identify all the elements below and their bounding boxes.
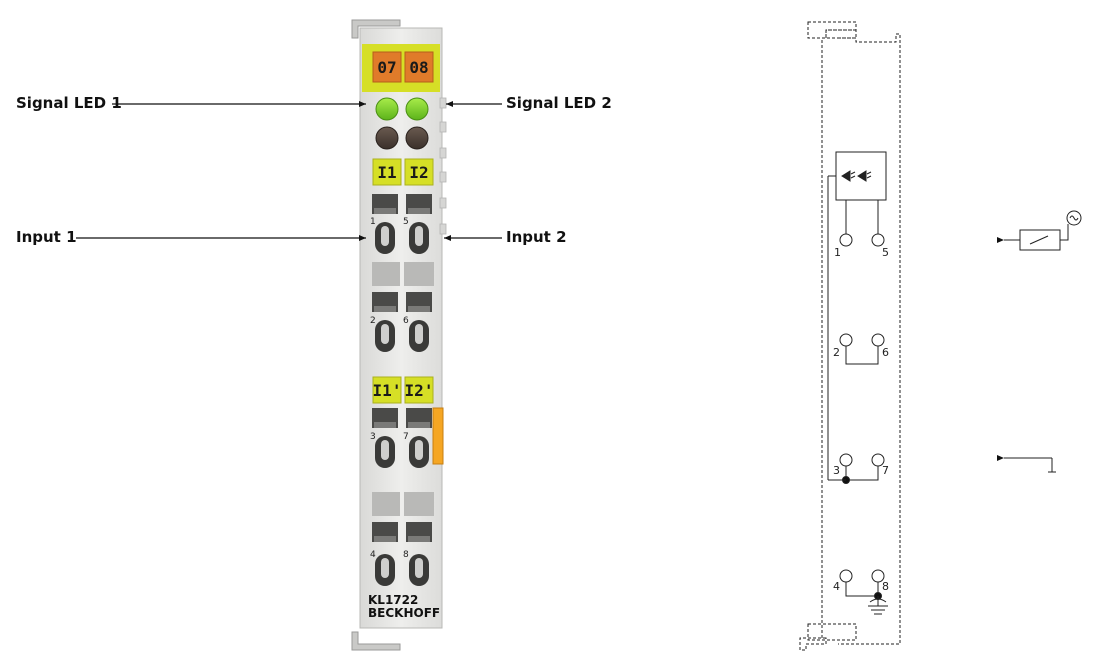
schematic-point-label: 4 — [833, 580, 840, 593]
terminal-point — [871, 333, 885, 347]
slot-left-box — [372, 51, 402, 83]
model-name: KL1722 — [368, 593, 418, 607]
diode-symbols — [841, 170, 867, 182]
input-tag-2: I2 — [409, 163, 428, 182]
contact-number: 8 — [403, 550, 409, 560]
led-off-1 — [375, 126, 399, 150]
slot-left-label: 07 — [377, 58, 396, 77]
slot-right-label: 08 — [409, 58, 428, 77]
contact-pair-2-6: 2 6 — [370, 292, 432, 352]
wiring-schematic — [799, 21, 1082, 651]
source-symbol — [1066, 210, 1082, 226]
led-arrows — [850, 171, 872, 179]
contact-number: 4 — [370, 550, 376, 560]
bottom-clip — [351, 631, 401, 651]
outline-top-clip — [807, 21, 857, 39]
bridge-4-8 — [845, 582, 879, 597]
schematic-point-label: 3 — [833, 464, 840, 477]
brand-name: BECKHOFF — [368, 606, 440, 620]
callout-signal-led-1: Signal LED 1 — [16, 94, 122, 112]
input-tag-1-secondary: I1' — [373, 381, 402, 400]
led-off-2 — [405, 126, 429, 150]
input-tag-1-box — [372, 158, 402, 186]
schematic-point-label: 5 — [882, 246, 889, 259]
input-tag-2-secondary: I2' — [405, 381, 434, 400]
separator-block — [404, 262, 434, 286]
outline-bottom-clip — [807, 623, 857, 641]
bridge-2-6 — [845, 346, 879, 365]
input-tag-1-secondary-box — [372, 376, 402, 404]
return-terminal — [1048, 458, 1056, 473]
slot-right-box — [404, 51, 434, 83]
top-clip — [351, 19, 401, 39]
switch-contact — [1029, 235, 1049, 245]
input-tag-1: I1 — [377, 163, 396, 182]
contact-number: 1 — [370, 217, 376, 227]
terminal-point — [839, 453, 853, 467]
contact-pair-4-8: 4 8 — [370, 522, 432, 586]
callouts: Signal LED 1 Signal LED 2 Input 1 Input … — [16, 94, 612, 246]
terminal-module: 07 08 I1 I2 1 5 — [351, 19, 447, 651]
earth-arc — [869, 598, 887, 603]
terminal-point — [839, 569, 853, 583]
contact-pair-3-7: 3 7 — [370, 408, 432, 468]
signal-led-1 — [375, 97, 399, 121]
module-outline — [799, 21, 901, 651]
contact-number: 2 — [370, 316, 376, 326]
contact-number: 3 — [370, 432, 376, 442]
schematic-point-label: 2 — [833, 346, 840, 359]
signal-led-2 — [405, 97, 429, 121]
schematic-point-label: 7 — [882, 464, 889, 477]
schematic-labels: 1 5 2 6 3 7 4 8 — [833, 246, 889, 593]
contact-pair-1-5: 1 5 — [370, 194, 432, 254]
terminal-point — [871, 233, 885, 247]
callout-input-1: Input 1 — [16, 228, 77, 246]
callout-input-2: Input 2 — [506, 228, 567, 246]
terminal-point — [839, 233, 853, 247]
schematic-point-label: 6 — [882, 346, 889, 359]
callout-signal-led-2: Signal LED 2 — [506, 94, 612, 112]
contact-number: 7 — [403, 432, 409, 442]
schematic-point-label: 8 — [882, 580, 889, 593]
separator-block — [372, 492, 400, 516]
input-tag-2-secondary-box — [404, 376, 434, 404]
contact-number: 5 — [403, 217, 409, 227]
separator-block — [372, 262, 400, 286]
side-ribs — [439, 97, 447, 235]
terminal-point — [839, 333, 853, 347]
contact-number: 6 — [403, 316, 409, 326]
schematic-point-label: 1 — [834, 246, 841, 259]
input-tag-2-box — [404, 158, 434, 186]
earth-symbol — [868, 596, 888, 615]
bridge-3-7 — [845, 466, 879, 481]
separator-block — [404, 492, 434, 516]
orange-side-tab — [432, 407, 444, 465]
